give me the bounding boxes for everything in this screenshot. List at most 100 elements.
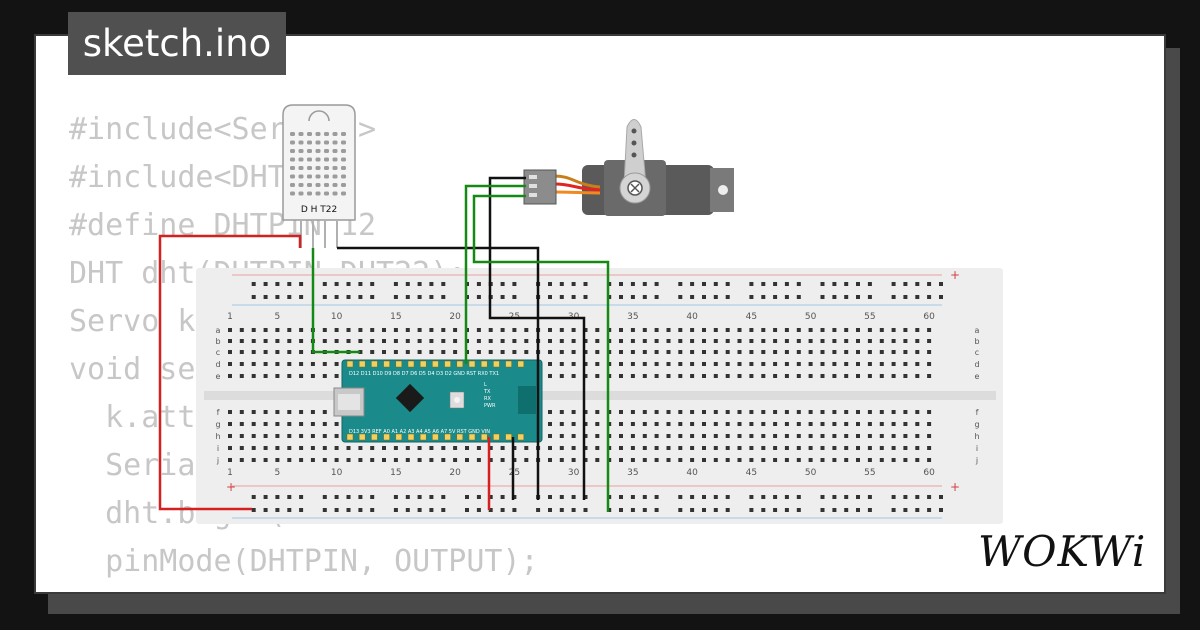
breadboard-hole[interactable]: [251, 350, 256, 354]
breadboard-hole[interactable]: [275, 362, 280, 366]
breadboard-hole[interactable]: [619, 410, 623, 414]
breadboard-hole[interactable]: [571, 282, 576, 286]
breadboard-hole[interactable]: [263, 495, 268, 499]
breadboard-hole[interactable]: [429, 328, 434, 332]
breadboard-hole[interactable]: [595, 422, 600, 426]
breadboard-hole[interactable]: [784, 446, 789, 450]
nano-pin[interactable]: [468, 360, 476, 368]
breadboard-hole[interactable]: [713, 295, 718, 299]
breadboard-hole[interactable]: [334, 446, 339, 450]
breadboard-hole[interactable]: [346, 495, 351, 499]
breadboard-hole[interactable]: [915, 295, 920, 299]
breadboard-hole[interactable]: [642, 282, 647, 286]
breadboard-hole[interactable]: [251, 458, 256, 462]
breadboard-hole[interactable]: [654, 295, 659, 299]
breadboard-hole[interactable]: [891, 495, 896, 499]
breadboard-hole[interactable]: [228, 339, 232, 343]
breadboard-hole[interactable]: [690, 495, 695, 499]
breadboard-hole[interactable]: [559, 350, 564, 354]
breadboard-hole[interactable]: [678, 295, 683, 299]
breadboard-hole[interactable]: [713, 339, 718, 343]
breadboard-hole[interactable]: [761, 422, 766, 426]
breadboard-hole[interactable]: [844, 446, 849, 450]
breadboard-hole[interactable]: [358, 350, 363, 354]
breadboard-hole[interactable]: [382, 446, 386, 450]
breadboard-hole[interactable]: [856, 328, 860, 332]
breadboard-hole[interactable]: [619, 495, 623, 499]
breadboard-hole[interactable]: [749, 374, 754, 378]
nano-pin[interactable]: [419, 433, 427, 441]
breadboard-hole[interactable]: [429, 350, 434, 354]
breadboard-hole[interactable]: [322, 508, 327, 512]
breadboard-hole[interactable]: [844, 362, 849, 366]
breadboard-hole[interactable]: [690, 446, 695, 450]
breadboard-hole[interactable]: [678, 508, 683, 512]
breadboard-hole[interactable]: [619, 350, 623, 354]
breadboard-hole[interactable]: [322, 374, 327, 378]
breadboard-hole[interactable]: [832, 495, 837, 499]
breadboard-hole[interactable]: [334, 328, 339, 332]
breadboard-hole[interactable]: [263, 339, 268, 343]
breadboard-hole[interactable]: [678, 422, 683, 426]
breadboard-hole[interactable]: [690, 374, 695, 378]
breadboard-hole[interactable]: [891, 339, 896, 343]
breadboard-hole[interactable]: [844, 495, 849, 499]
breadboard-hole[interactable]: [393, 295, 398, 299]
breadboard-hole[interactable]: [832, 328, 837, 332]
breadboard-hole[interactable]: [749, 508, 754, 512]
breadboard-hole[interactable]: [595, 339, 600, 343]
breadboard-hole[interactable]: [476, 295, 481, 299]
breadboard-hole[interactable]: [749, 362, 754, 366]
breadboard-hole[interactable]: [796, 422, 801, 426]
breadboard-hole[interactable]: [417, 339, 422, 343]
breadboard-hole[interactable]: [690, 295, 695, 299]
breadboard-hole[interactable]: [524, 458, 529, 462]
breadboard-hole[interactable]: [808, 422, 813, 426]
breadboard-hole[interactable]: [263, 350, 268, 354]
servo-horn[interactable]: [623, 119, 647, 186]
breadboard-hole[interactable]: [867, 328, 872, 332]
breadboard-hole[interactable]: [228, 422, 232, 426]
breadboard-hole[interactable]: [393, 458, 398, 462]
breadboard-hole[interactable]: [322, 495, 327, 499]
breadboard-hole[interactable]: [642, 350, 647, 354]
breadboard-hole[interactable]: [690, 362, 695, 366]
nano-pin[interactable]: [371, 433, 378, 441]
breadboard-hole[interactable]: [299, 508, 304, 512]
breadboard-hole[interactable]: [642, 328, 647, 332]
breadboard-hole[interactable]: [346, 446, 351, 450]
breadboard-hole[interactable]: [251, 339, 256, 343]
breadboard-hole[interactable]: [559, 339, 564, 343]
breadboard-hole[interactable]: [595, 458, 600, 462]
breadboard-hole[interactable]: [856, 434, 860, 438]
breadboard-hole[interactable]: [773, 434, 778, 438]
breadboard-hole[interactable]: [642, 495, 647, 499]
nano-pin[interactable]: [480, 433, 488, 441]
breadboard-hole[interactable]: [749, 495, 754, 499]
breadboard-hole[interactable]: [867, 374, 872, 378]
file-tab[interactable]: sketch.ino: [68, 12, 286, 75]
breadboard-hole[interactable]: [891, 410, 896, 414]
breadboard-hole[interactable]: [927, 458, 932, 462]
breadboard-hole[interactable]: [879, 410, 884, 414]
breadboard-hole[interactable]: [784, 410, 789, 414]
breadboard-hole[interactable]: [903, 422, 908, 426]
breadboard-hole[interactable]: [808, 410, 813, 414]
breadboard-hole[interactable]: [548, 282, 552, 286]
breadboard-hole[interactable]: [263, 328, 268, 332]
breadboard-hole[interactable]: [915, 328, 920, 332]
breadboard-hole[interactable]: [903, 374, 908, 378]
breadboard-hole[interactable]: [239, 339, 244, 343]
breadboard-hole[interactable]: [773, 295, 778, 299]
breadboard-hole[interactable]: [619, 339, 623, 343]
breadboard-hole[interactable]: [784, 458, 789, 462]
breadboard-hole[interactable]: [476, 339, 481, 343]
breadboard-hole[interactable]: [654, 458, 659, 462]
breadboard-hole[interactable]: [559, 362, 564, 366]
breadboard-hole[interactable]: [879, 458, 884, 462]
breadboard-hole[interactable]: [891, 446, 896, 450]
breadboard-hole[interactable]: [239, 446, 244, 450]
breadboard-hole[interactable]: [299, 282, 304, 286]
breadboard-hole[interactable]: [761, 495, 766, 499]
breadboard-hole[interactable]: [927, 434, 932, 438]
